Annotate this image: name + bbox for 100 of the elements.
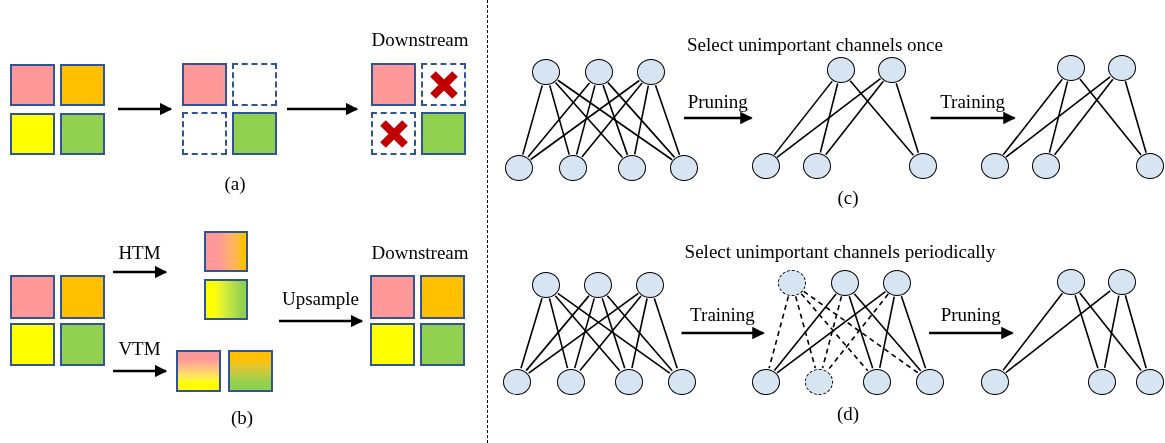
neuron-circle	[559, 155, 587, 181]
neuron-circle	[916, 368, 944, 395]
neuron-circle	[503, 368, 531, 395]
connection-line	[556, 292, 671, 374]
neuron-circle	[1136, 153, 1164, 179]
arrow	[279, 314, 364, 328]
connection-line	[631, 297, 648, 369]
neuron-circle	[1032, 153, 1060, 179]
connection-line	[895, 82, 920, 154]
dashed-neuron-circle	[805, 368, 833, 395]
arrow	[113, 265, 168, 279]
connection-line	[653, 297, 678, 370]
neuron-circle	[584, 272, 612, 298]
section-heading: Downstream	[371, 241, 469, 265]
neuron-circle	[1136, 368, 1164, 395]
neuron-circle	[1057, 55, 1085, 81]
connection-line	[821, 295, 843, 369]
panel-label: (d)	[836, 402, 860, 426]
color-square	[10, 64, 55, 106]
connection-line	[1124, 80, 1147, 154]
connection-line	[525, 295, 590, 372]
color-square	[420, 275, 465, 319]
neuron-circle	[505, 155, 533, 181]
connection-line	[607, 81, 676, 159]
color-square	[420, 323, 465, 366]
connection-line	[601, 297, 626, 370]
connection-line	[776, 290, 887, 374]
neuron-circle	[584, 59, 613, 85]
neuron-circle	[751, 368, 780, 395]
color-square	[204, 279, 248, 320]
dashed-square	[232, 63, 277, 106]
connection-line	[548, 84, 571, 156]
connection-line	[1124, 294, 1147, 369]
connection-line	[800, 292, 869, 372]
connection-line	[794, 295, 817, 369]
connection-line	[802, 290, 920, 374]
neuron-circle	[980, 368, 1009, 395]
connection-line	[849, 80, 915, 156]
arrow	[684, 111, 753, 125]
connection-line	[1005, 76, 1111, 158]
connection-line	[521, 84, 544, 156]
neuron-circle	[980, 153, 1009, 179]
arrow	[681, 326, 765, 340]
arrow	[118, 102, 173, 116]
neuron-circle	[1088, 368, 1116, 395]
arrow	[287, 102, 359, 116]
color-square	[370, 275, 415, 319]
connection-line	[827, 293, 889, 372]
connection-line	[900, 295, 927, 370]
color-square	[182, 63, 227, 106]
dashed-neuron-circle	[778, 270, 806, 296]
connection-line	[529, 79, 641, 161]
connection-line	[575, 84, 596, 156]
color-square	[60, 64, 105, 106]
dashed-square	[371, 112, 416, 155]
connection-line	[768, 295, 790, 369]
connection-line	[554, 294, 621, 372]
connection-line	[527, 292, 640, 374]
neuron-circle	[908, 153, 937, 179]
color-square	[60, 323, 105, 366]
connection-line	[527, 82, 591, 158]
neuron-circle	[827, 57, 855, 83]
neuron-circle	[557, 368, 585, 395]
neuron-circle	[532, 59, 560, 85]
neuron-circle	[618, 155, 646, 181]
connection-line	[773, 80, 834, 156]
neuron-circle	[803, 153, 831, 179]
neuron-circle	[532, 272, 560, 298]
panel-label: (b)	[230, 406, 254, 430]
connection-line	[848, 295, 874, 370]
arrow	[929, 326, 1014, 340]
neuron-circle	[637, 59, 665, 85]
arrow	[930, 111, 1016, 125]
connection-line	[1074, 294, 1099, 370]
color-square	[10, 275, 55, 319]
color-square	[60, 275, 105, 319]
connection-line	[548, 297, 569, 369]
connection-line	[573, 297, 596, 369]
neuron-circle	[667, 368, 696, 395]
arrow	[113, 364, 168, 378]
color-square	[421, 112, 466, 155]
section-heading: Select unimportant channels periodically	[684, 240, 996, 264]
neuron-circle	[670, 155, 698, 181]
color-square	[370, 323, 415, 366]
connection-line	[1079, 78, 1142, 156]
connection-line	[579, 295, 642, 372]
connection-line	[1005, 290, 1111, 374]
connection-line	[581, 82, 643, 158]
connection-line	[554, 81, 624, 159]
connection-line	[773, 293, 837, 372]
color-square	[10, 113, 55, 155]
connection-line	[602, 84, 629, 156]
dashed-square	[421, 63, 466, 106]
neuron-circle	[1107, 269, 1136, 295]
connection-line	[819, 82, 839, 154]
color-square	[371, 63, 416, 106]
connection-line	[1079, 292, 1142, 372]
section-heading: Select unimportant channels once	[687, 33, 943, 57]
connection-line	[824, 80, 885, 156]
neuron-circle	[751, 153, 780, 179]
